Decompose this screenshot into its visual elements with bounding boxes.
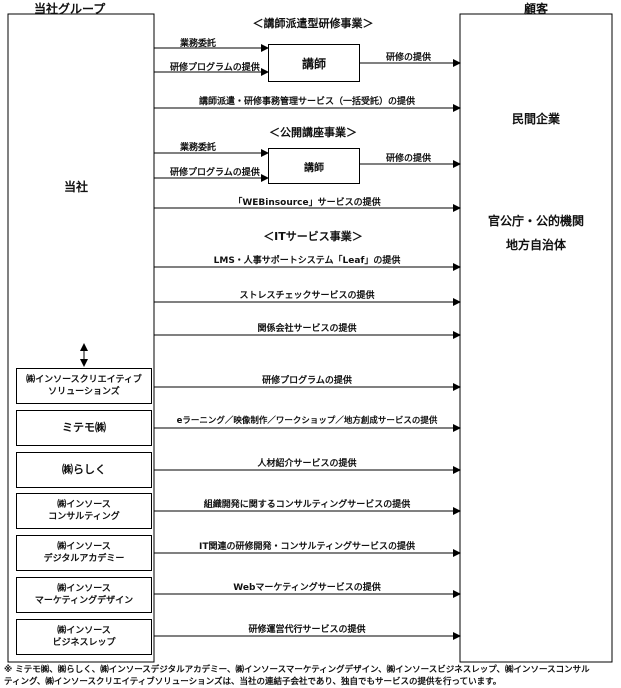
service-label-7: 研修運営代行サービスの提供 [248,625,366,635]
subsidiary-name-4a: ㈱インソース [57,500,111,510]
subsidiary-box-5: ㈱インソース デジタルアカデミー [16,535,152,571]
subsidiary-box-1: ㈱インソースクリエイティブ ソリューションズ [16,368,152,404]
label-kenshu1: 研修の提供 [386,53,432,63]
label-haken: 講師派遣・研修事務管理サービス（一括受託）の提供 [198,97,415,107]
footnote: ※ ミテモ㈱、㈱らしく、㈱インソースデジタルアカデミー、㈱インソースマーケティン… [4,664,618,688]
subsidiary-name-5a: ㈱インソース [57,542,111,552]
customer-kankocho: 官公庁・公的機関 [487,214,584,228]
subsidiary-name-6a: ㈱インソース [57,584,111,594]
header-customer: 顧客 [524,2,549,16]
company-group-frame [7,13,155,663]
label-lms: LMS・人事サポートシステム「Leaf」の提供 [213,256,401,266]
label-program1: 研修プログラムの提供 [170,63,260,73]
footnote-line-2: ティング、㈱インソースクリエイティブソリューションズは、当社の連結子会社であり、… [4,677,502,687]
section-title-koukai: ＜公開講座事業＞ [269,126,357,139]
koushi-box-2: 講師 [268,148,360,184]
subsidiary-name-1a: ㈱インソースクリエイティブ [26,375,142,385]
koushi-label-1: 講師 [301,56,326,71]
service-label-2: eラーニング／映像制作／ワークショップ／地方創成サービスの提供 [176,416,438,426]
service-label-6: Webマーケティングサービスの提供 [233,583,381,593]
subsidiary-box-4: ㈱インソース コンサルティング [16,493,152,529]
subsidiary-name-7a: ㈱インソース [57,626,111,636]
koushi-box-1: 講師 [268,44,360,82]
subsidiary-name-5b: デジタルアカデミー [43,554,125,564]
subsidiary-name-1b: ソリューションズ [48,387,120,397]
subsidiary-box-6: ㈱インソース マーケティングデザイン [16,577,152,613]
label-gyomu2: 業務委託 [180,143,217,153]
label-stress: ストレスチェックサービスの提供 [239,291,375,301]
subsidiary-box-2: ミテモ㈱ [16,410,152,446]
footnote-line-1: ※ ミテモ㈱、㈱らしく、㈱インソースデジタルアカデミー、㈱インソースマーケティン… [4,665,590,675]
customer-minkan: 民間企業 [511,112,560,126]
label-webins: 「WEBinsource」サービスの提供 [233,198,381,208]
label-kenshu2: 研修の提供 [386,154,432,164]
service-label-5: IT関連の研修開発・コンサルティングサービスの提供 [199,542,415,552]
customer-chiho: 地方自治体 [505,238,566,252]
service-label-4: 組織開発に関するコンサルティングサービスの提供 [203,500,411,510]
subsidiary-name-7b: ビジネスレップ [52,638,116,648]
section-title-haken: ＜講師派遣型研修事業＞ [252,17,374,30]
label-program2: 研修プログラムの提供 [170,168,260,178]
service-label-3: 人材紹介サービスの提供 [257,459,357,469]
service-label-1: 研修プログラムの提供 [262,376,352,386]
subsidiary-box-3: ㈱らしく [16,452,152,488]
header-company-group: 当社グループ [34,2,106,16]
label-gyomu1: 業務委託 [180,39,217,49]
koushi-label-2: 講師 [304,162,324,174]
subsidiary-name-2a: ミテモ㈱ [62,421,106,434]
company-label: 当社 [64,180,89,194]
subsidiary-name-3a: ㈱らしく [62,463,106,476]
subsidiary-name-4b: コンサルティング [48,512,120,522]
subsidiary-name-6b: マーケティングデザイン [34,596,134,606]
section-title-it: ＜ITサービス事業＞ [263,230,363,243]
subsidiary-box-7: ㈱インソース ビジネスレップ [16,619,152,655]
label-kankei: 関係会社サービスの提供 [257,324,357,334]
